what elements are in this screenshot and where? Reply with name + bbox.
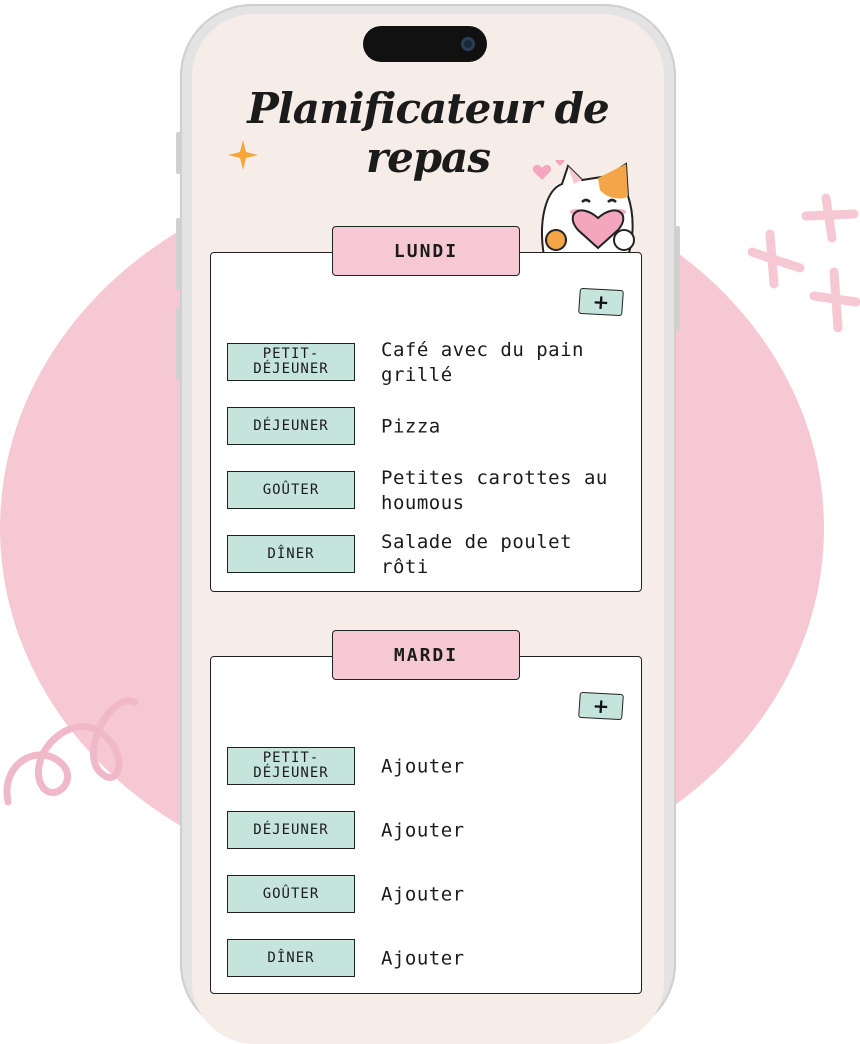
meal-row-dinner: DÎNER Salade de poulet rôti xyxy=(227,531,627,578)
add-meal-button[interactable]: + xyxy=(578,287,624,317)
meal-value[interactable]: Salade de poulet rôti xyxy=(381,531,573,578)
day-tab-tuesday: MARDI xyxy=(332,630,520,680)
meal-label: DÉJEUNER xyxy=(227,407,355,445)
day-tab-monday: LUNDI xyxy=(332,226,520,276)
meal-label: GOÛTER xyxy=(227,875,355,913)
meal-value[interactable]: Petites carottes au houmous xyxy=(381,467,608,514)
day-card-monday: + PETIT-DÉJEUNER Café avec du pain grill… xyxy=(210,252,642,592)
meal-label: DÉJEUNER xyxy=(227,811,355,849)
meal-row-breakfast: PETIT-DÉJEUNER Café avec du pain grillé xyxy=(227,339,627,386)
meal-label: PETIT-DÉJEUNER xyxy=(227,343,355,381)
meal-value[interactable]: Ajouter xyxy=(381,755,465,778)
meal-label: DÎNER xyxy=(227,939,355,977)
meal-label: GOÛTER xyxy=(227,471,355,509)
meal-row-snack: GOÛTER Petites carottes au houmous xyxy=(227,467,627,514)
meal-row-dinner: DÎNER Ajouter xyxy=(227,939,627,979)
phone-screen: Planificateur de repas + PETIT-DÉJEUNER xyxy=(192,14,664,1044)
day-card-tuesday: + PETIT-DÉJEUNER Ajouter DÉJEUNER Ajoute… xyxy=(210,656,642,994)
meal-row-lunch: DÉJEUNER Ajouter xyxy=(227,811,627,851)
meal-value[interactable]: Ajouter xyxy=(381,819,465,842)
mute-switch xyxy=(176,132,182,174)
cross-sparkles xyxy=(748,193,860,332)
sparkle-icon xyxy=(228,140,258,170)
meal-value[interactable]: Ajouter xyxy=(381,883,465,906)
meal-label: PETIT-DÉJEUNER xyxy=(227,747,355,785)
camera-icon xyxy=(461,37,475,51)
phone-frame: Planificateur de repas + PETIT-DÉJEUNER xyxy=(176,4,680,1044)
cat-heart-illustration xyxy=(532,160,635,256)
swirl-decoration xyxy=(3,697,139,806)
dynamic-island xyxy=(363,26,487,62)
power-button xyxy=(674,226,680,330)
meal-row-snack: GOÛTER Ajouter xyxy=(227,875,627,915)
page-title: Planificateur de repas xyxy=(247,84,610,182)
meal-value[interactable]: Café avec du pain grillé xyxy=(381,339,584,386)
plus-icon: + xyxy=(591,289,611,315)
meal-label: DÎNER xyxy=(227,535,355,573)
meal-value[interactable]: Ajouter xyxy=(381,947,465,970)
volume-up-button xyxy=(176,218,182,290)
meal-row-lunch: DÉJEUNER Pizza xyxy=(227,407,627,447)
add-meal-button[interactable]: + xyxy=(578,691,624,721)
plus-icon: + xyxy=(591,693,611,719)
meal-row-breakfast: PETIT-DÉJEUNER Ajouter xyxy=(227,747,627,787)
meal-value[interactable]: Pizza xyxy=(381,415,441,438)
volume-down-button xyxy=(176,308,182,380)
